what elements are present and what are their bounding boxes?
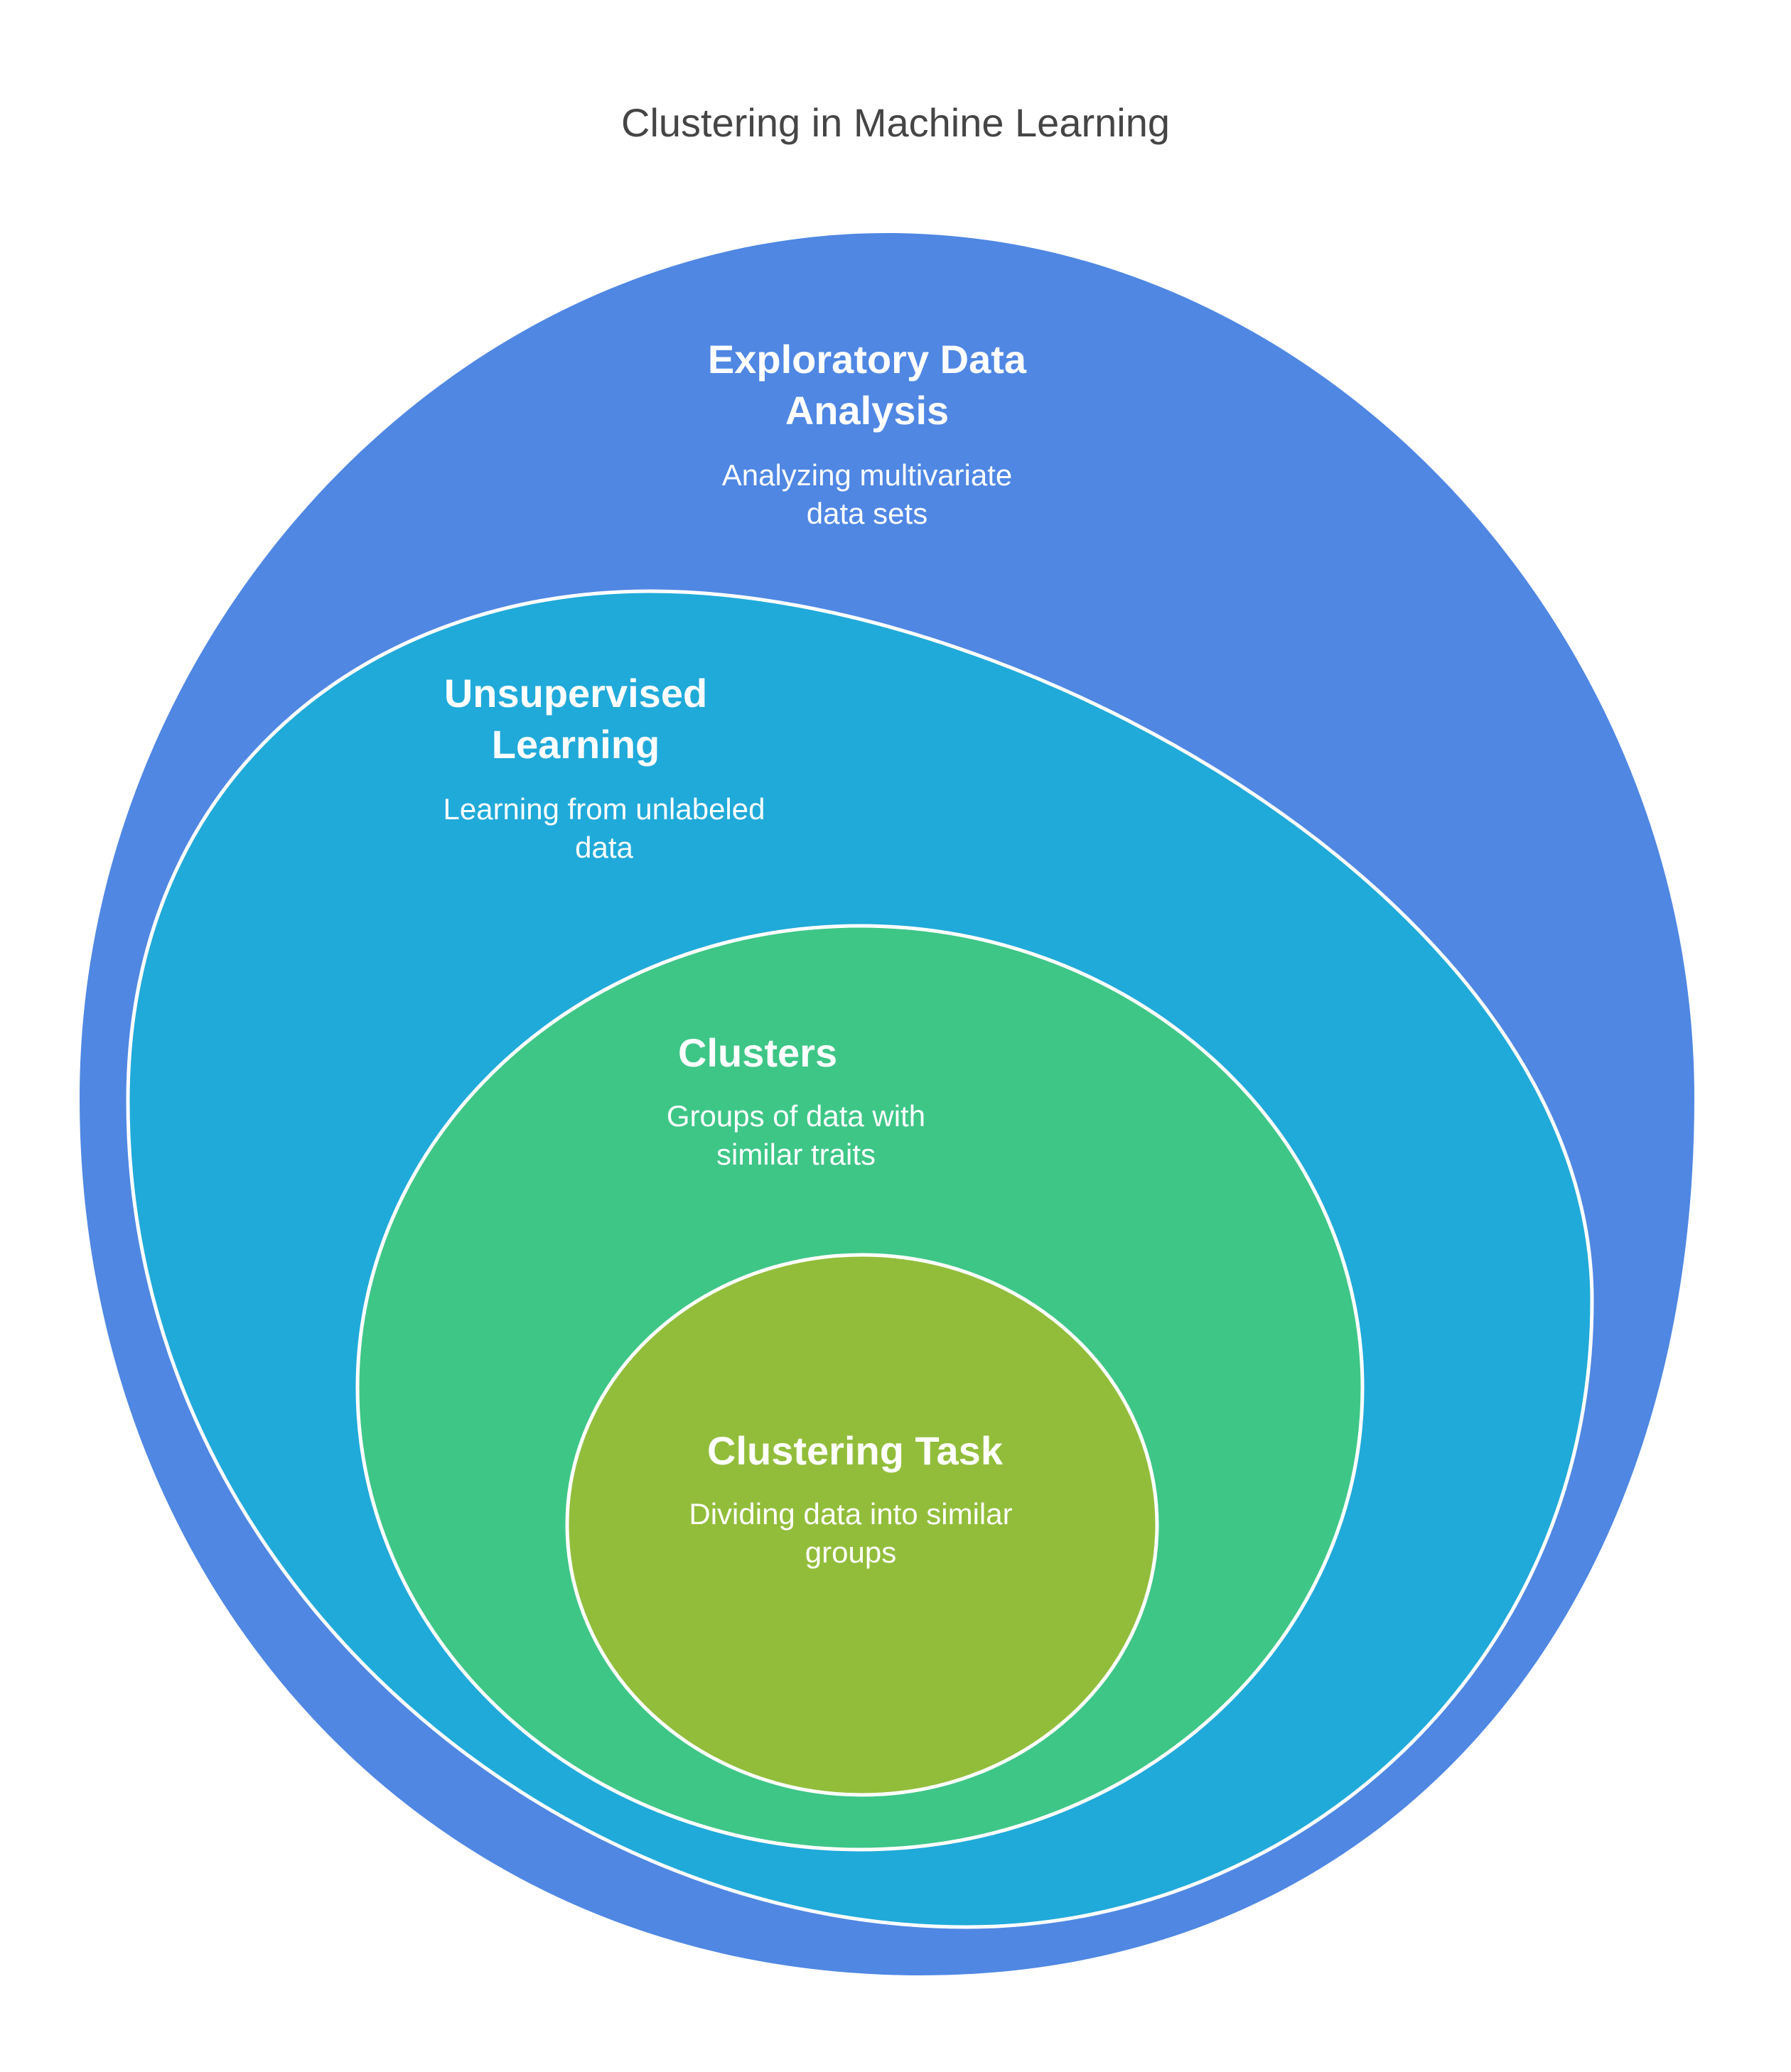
unsupervised-learning-description-line-2: data bbox=[575, 831, 633, 864]
clustering-task-title-line-1: Clustering Task bbox=[707, 1428, 1003, 1473]
clustering-task-description-line-2: groups bbox=[805, 1536, 897, 1569]
unsupervised-learning-title-line-2: Learning bbox=[491, 722, 660, 767]
diagram-title: Clustering in Machine Learning bbox=[621, 100, 1170, 145]
unsupervised-learning-label: Unsupervised Learning Learning from unla… bbox=[384, 668, 768, 867]
clustering-task-description: Dividing data into similar groups bbox=[633, 1495, 1068, 1572]
clustering-task-label: Clustering Task Dividing data into simil… bbox=[642, 1425, 1068, 1572]
unsupervised-learning-title: Unsupervised Learning bbox=[384, 668, 768, 770]
clustering-task-description-line-1: Dividing data into similar bbox=[689, 1497, 1013, 1531]
eda-description-line-2: data sets bbox=[806, 497, 928, 530]
eda-title-line-1: Exploratory Data bbox=[707, 337, 1027, 382]
eda-label: Exploratory Data Analysis Analyzing mult… bbox=[654, 334, 1080, 533]
clusters-description-line-1: Groups of data with bbox=[666, 1099, 926, 1133]
eda-description-line-1: Analyzing multivariate bbox=[721, 458, 1013, 492]
clustering-task-title: Clustering Task bbox=[642, 1425, 1068, 1477]
unsupervised-learning-title-line-1: Unsupervised bbox=[443, 671, 708, 716]
clusters-title-line-1: Clusters bbox=[678, 1030, 838, 1075]
unsupervised-learning-description: Learning from unlabeled data bbox=[441, 790, 768, 867]
clusters-label: Clusters Groups of data with similar tra… bbox=[640, 1027, 995, 1174]
clusters-description: Groups of data with similar traits bbox=[640, 1097, 952, 1174]
clusters-title: Clusters bbox=[678, 1027, 995, 1079]
eda-title: Exploratory Data Analysis bbox=[654, 334, 1080, 436]
unsupervised-learning-description-line-1: Learning from unlabeled bbox=[443, 792, 765, 826]
eda-description: Analyzing multivariate data sets bbox=[654, 456, 1080, 533]
clustering-task-region bbox=[565, 1253, 1159, 1797]
clusters-description-line-2: similar traits bbox=[716, 1138, 876, 1171]
eda-title-line-2: Analysis bbox=[785, 388, 950, 433]
